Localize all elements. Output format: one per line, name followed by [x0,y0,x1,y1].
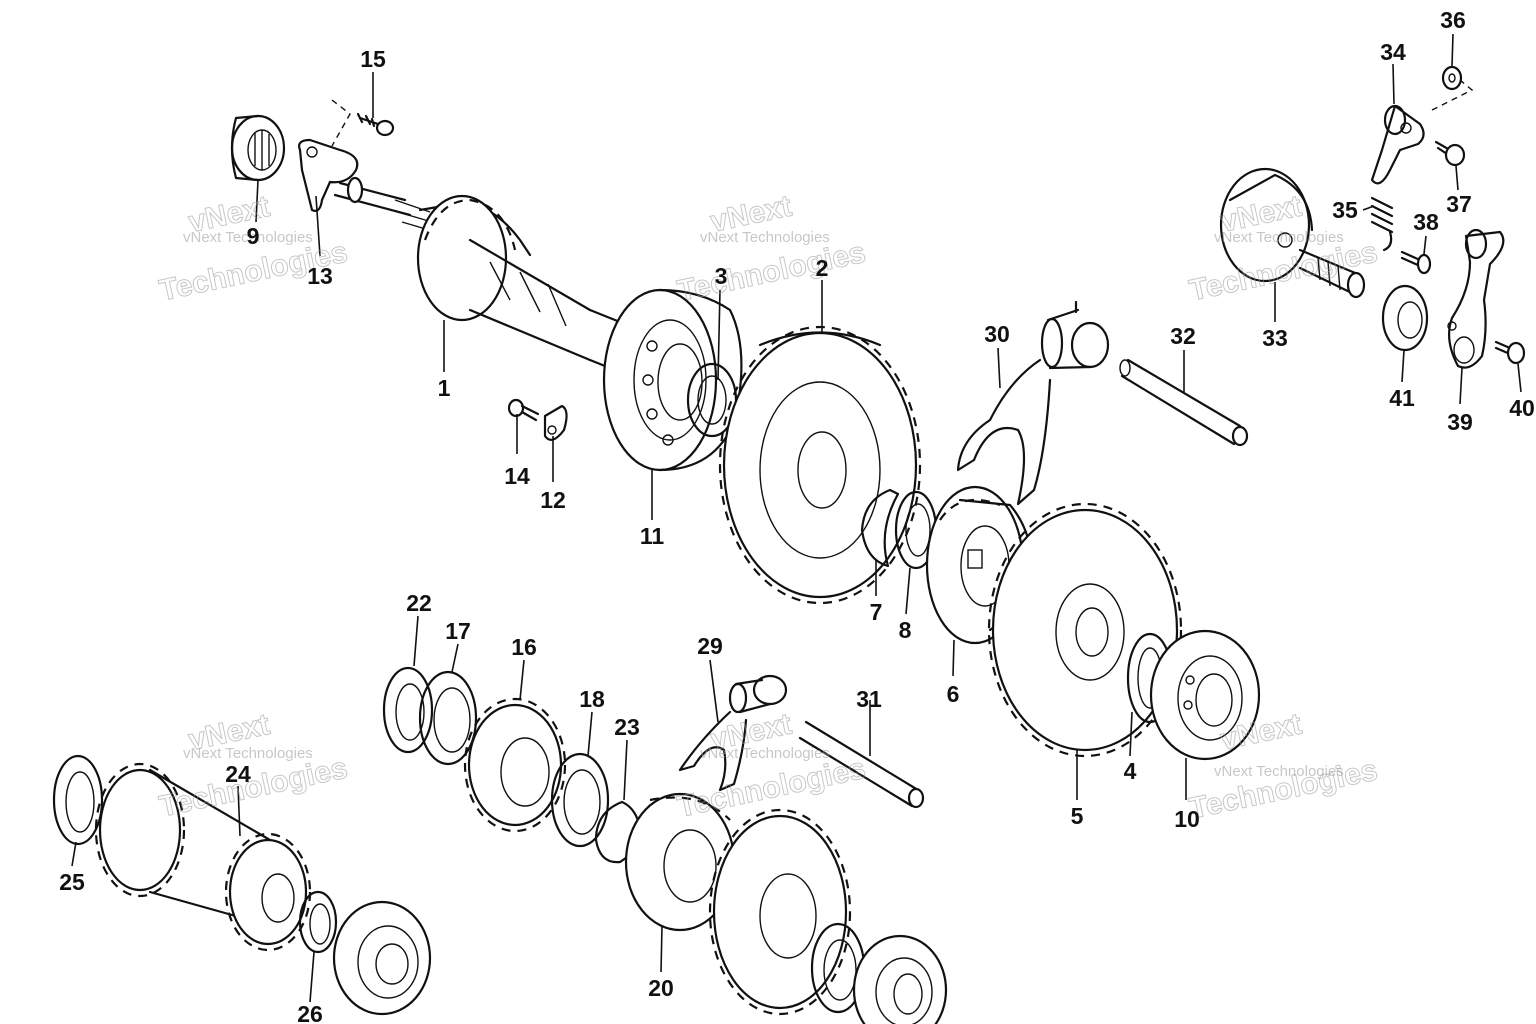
callout-26: 26 [297,1001,323,1024]
part-22-washer [382,666,434,754]
callout-14: 14 [504,463,530,489]
callout-25: 25 [59,869,85,895]
part-41-oil-seal [1381,284,1429,352]
part-33-shift-drum [1219,167,1366,299]
watermark-small-6: vNext Technologies [1214,763,1344,780]
callout-29: 29 [697,633,723,659]
callout-4: 4 [1124,758,1137,784]
part-13-retainer-plate [298,138,359,212]
callout-36: 36 [1440,7,1466,33]
part-35-spring [1370,196,1394,252]
callout-1: 1 [438,375,451,401]
callout-22: 22 [406,590,432,616]
part-12-stopper [543,404,568,441]
leader-lines [71,33,1522,1003]
callout-12: 12 [540,487,566,513]
callout-2: 2 [816,255,829,281]
part-26-washer [298,890,338,954]
part-11-ball-bearing [602,288,743,472]
part-36-washer [1441,65,1463,91]
part-5-large-gear [987,502,1183,758]
part-7-circlip [860,488,900,568]
callout-31: 31 [856,686,882,712]
part-32-fork-shaft [1119,358,1249,447]
callout-41: 41 [1389,385,1415,411]
counter-shaft-bearing [852,934,948,1024]
part-31-fork-shaft [798,720,925,809]
part-30-shift-fork [956,300,1110,506]
part-37-bolt [1434,140,1466,167]
part-39-shift-lever [1447,228,1505,369]
callout-20: 20 [648,975,674,1001]
callout-9: 9 [247,223,260,249]
part-29-shift-fork [678,674,788,792]
callout-17: 17 [445,618,471,644]
part-18-washer [550,752,610,848]
part-34-stopper-arm [1370,79,1474,185]
part-17-bushing [418,670,478,766]
part-15-screw [331,99,395,147]
part-24-countershaft [94,762,312,952]
callout-35: 35 [1332,197,1358,223]
callout-6: 6 [947,681,960,707]
callout-30: 30 [984,321,1010,347]
part-10-ball-bearing [1149,629,1261,761]
callout-11: 11 [640,523,665,549]
part-40-bolt [1494,340,1526,365]
part-38-pin [1400,250,1432,275]
watermark-big-bottom-4: Technologies [157,752,351,824]
watermark-small-2: vNext Technologies [700,229,830,246]
watermark-small-5: vNext Technologies [700,745,830,762]
callout-32: 32 [1170,323,1196,349]
lower-left-bearing [332,900,432,1016]
part-9-needle-bearing [230,114,286,182]
callout-37: 37 [1446,191,1472,217]
callout-39: 39 [1447,409,1473,435]
callout-8: 8 [899,617,912,643]
callout-labels: 15 9 13 1 14 12 11 3 2 7 8 6 5 4 10 30 3… [59,7,1535,1024]
watermark-small-1: vNext Technologies [183,229,313,246]
callout-38: 38 [1413,209,1439,235]
part-14-bolt [507,398,540,422]
watermark-small-3: vNext Technologies [1214,229,1344,246]
callout-5: 5 [1071,803,1084,829]
callout-3: 3 [715,263,728,289]
callout-18: 18 [579,686,605,712]
callout-16: 16 [511,634,537,660]
callout-40: 40 [1509,395,1535,421]
callout-15: 15 [360,46,386,72]
watermark-big-bottom-2: Technologies [675,236,869,308]
callout-7: 7 [870,599,883,625]
watermark-big-bottom-5: Technologies [675,752,869,824]
part-16-gear [463,697,567,833]
part-1-main-shaft [333,176,659,383]
part-23-circlip [594,800,642,864]
part-25-washer [52,754,104,846]
callout-23: 23 [614,714,640,740]
part-2-large-gear [718,325,922,605]
callout-10: 10 [1174,806,1200,832]
watermark-small-4: vNext Technologies [183,745,313,762]
callout-34: 34 [1380,39,1406,65]
callout-24: 24 [225,761,251,787]
callout-13: 13 [307,263,333,289]
callout-33: 33 [1262,325,1288,351]
